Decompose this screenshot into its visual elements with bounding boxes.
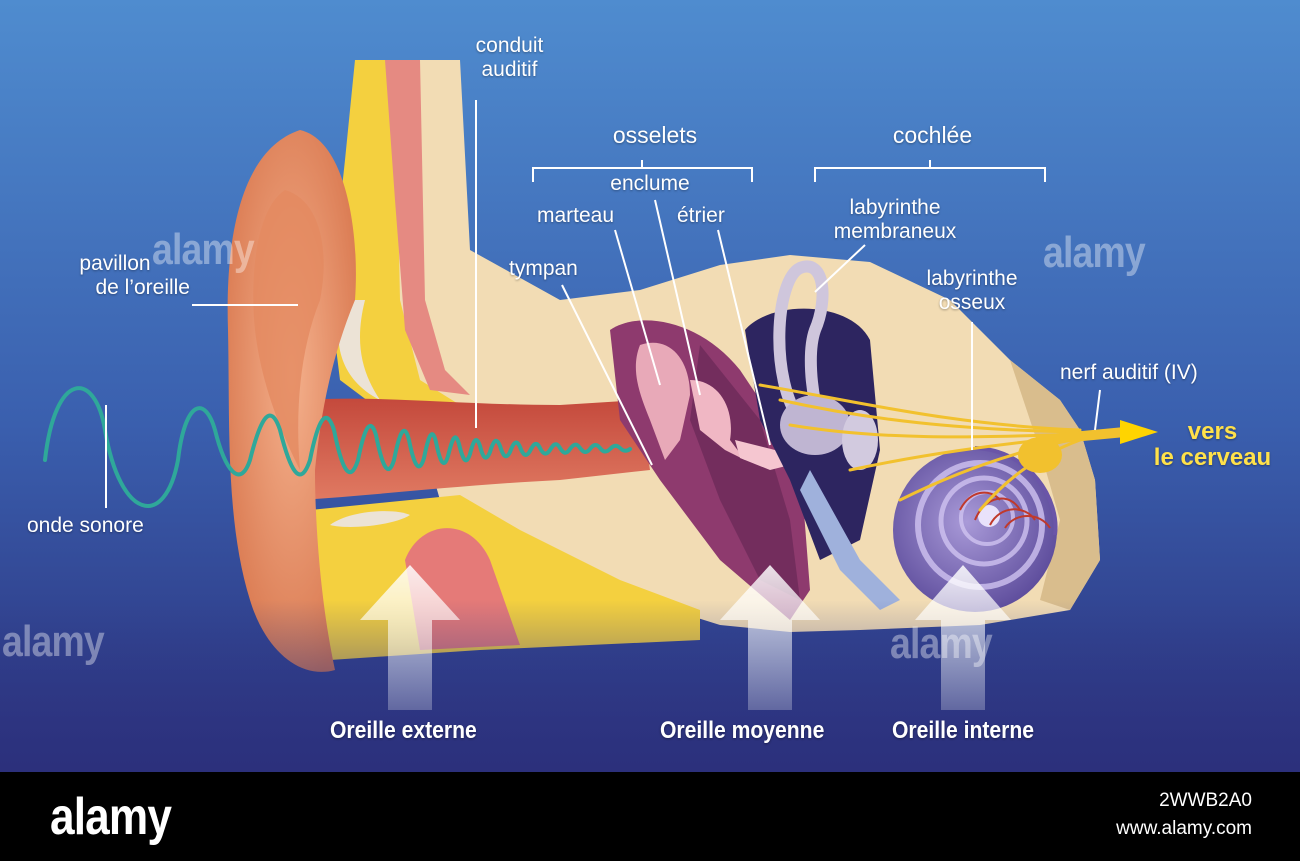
label-conduit-line1: conduit: [475, 34, 544, 57]
cochlee-bracket: [814, 160, 1046, 182]
label-etrier: étrier: [677, 204, 725, 227]
auditory-canal: [300, 398, 650, 500]
watermark: alamy: [1043, 228, 1146, 277]
alamy-logo: alamy: [50, 788, 172, 846]
label-conduit-line2: auditif: [481, 58, 538, 81]
region-label-oreille-interne: Oreille interne: [892, 717, 1035, 744]
pinna-fold: [253, 190, 324, 470]
image-id: 2WWB2A0: [1159, 790, 1252, 811]
outer-ear-region-arrow: [360, 565, 460, 710]
cartilage-upper: [338, 300, 380, 400]
vestibule-small: [842, 410, 878, 470]
site-url: www.alamy.com: [1116, 818, 1252, 839]
bottom-fade: [0, 600, 1300, 772]
middle-ear-region-arrow: [720, 565, 820, 710]
spiral-ganglion: [1018, 437, 1062, 473]
auditory-nerve: [758, 383, 1130, 512]
label-pavillon-line2: de l’oreille: [95, 276, 190, 299]
malleus: [635, 342, 690, 460]
region-label-oreille-externe: Oreille externe: [330, 717, 477, 744]
region-label-oreille-moyenne: Oreille moyenne: [660, 717, 825, 744]
cochlea-duct: [800, 470, 900, 610]
upper-fat-layer: [330, 60, 460, 410]
inner-ear-region-arrow: [915, 565, 1011, 710]
stapes: [735, 440, 790, 470]
leader-lines: [105, 100, 1101, 508]
label-labyrinthe-membraneux: labyrinthe membraneux: [805, 196, 985, 244]
to-brain-arrow: [1120, 420, 1158, 444]
label-pavillon-line1: pavillon: [79, 252, 151, 275]
label-pavillon: pavillon de l’oreille: [40, 252, 190, 300]
organ-of-corti: [959, 491, 1051, 529]
label-labyrinthe-osseux: labyrinthe osseux: [912, 267, 1032, 315]
watermark: alamy: [2, 617, 105, 666]
ear-anatomy-illustration: [0, 0, 1300, 772]
label-tympan: tympan: [509, 257, 578, 280]
upper-muscle: [385, 60, 470, 395]
label-labyrinthe-osseux-line2: osseux: [938, 291, 1006, 314]
label-labyrinthe-membraneux-line2: membraneux: [833, 220, 957, 243]
cartilage-lower: [330, 511, 410, 527]
label-vers-line1: vers: [1187, 418, 1238, 445]
osselets-bracket: [532, 160, 753, 182]
label-conduit-auditif: conduit auditif: [452, 34, 567, 82]
bone-shading: [1010, 360, 1100, 610]
label-marteau: marteau: [537, 204, 615, 227]
incus: [690, 380, 745, 460]
label-vers-line2: le cerveau: [1153, 444, 1272, 471]
stock-footer: alamy 2WWB2A0 www.alamy.com: [0, 772, 1300, 861]
label-vers-le-cerveau: vers le cerveau: [1130, 419, 1295, 471]
label-labyrinthe-membraneux-line1: labyrinthe: [849, 196, 941, 219]
sound-wave: [43, 386, 632, 508]
label-enclume: enclume: [610, 172, 690, 195]
label-cochlee: cochlée: [892, 122, 973, 148]
watermark: alamy: [890, 619, 993, 668]
semicircular-canal: [773, 260, 829, 426]
watermark: alamy: [152, 225, 255, 274]
label-osselets: osselets: [612, 122, 698, 148]
label-nerf-auditif: nerf auditif (IV): [1060, 361, 1198, 384]
label-onde-sonore: onde sonore: [27, 514, 144, 537]
label-labyrinthe-osseux-line1: labyrinthe: [926, 267, 1018, 290]
